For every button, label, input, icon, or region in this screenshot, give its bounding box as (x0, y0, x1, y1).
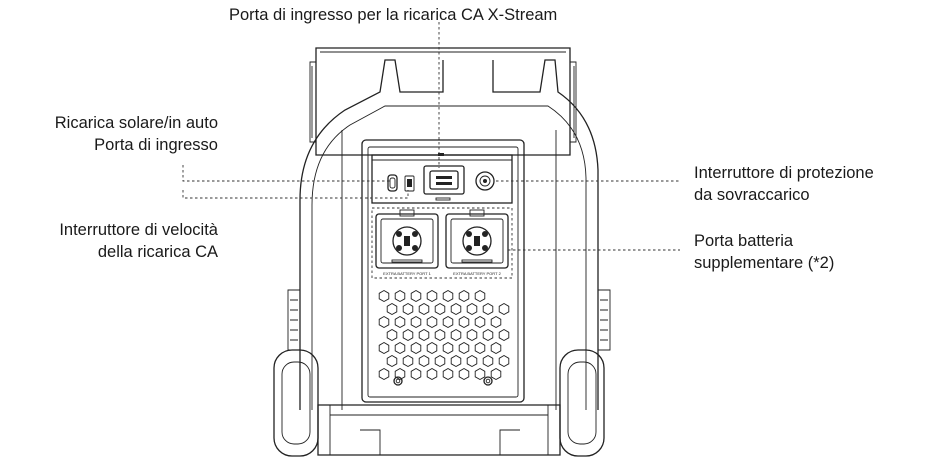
vent-hole (434, 354, 446, 368)
vent-hole (378, 367, 390, 381)
vent-hole (458, 289, 470, 303)
panel-screws (393, 376, 493, 386)
vent-hole (394, 341, 406, 355)
vent-hole (474, 341, 486, 355)
vent-hole (402, 302, 414, 316)
vent-hole (474, 289, 486, 303)
vent-hole (386, 302, 398, 316)
vent-hole (426, 367, 438, 381)
vent-hole (418, 354, 430, 368)
vent-hole (418, 302, 430, 316)
vent-hole (450, 354, 462, 368)
vent-hole (466, 302, 478, 316)
leader-speed (182, 190, 409, 199)
label-ac-speed-switch: Interruttore di velocità della ricarica … (59, 221, 218, 261)
vent-hole (410, 341, 422, 355)
vent-hole (466, 354, 478, 368)
vent-hole (386, 354, 398, 368)
vent-hole (474, 315, 486, 329)
vent-hole (426, 341, 438, 355)
device-base (317, 404, 561, 456)
label-overload-breaker: Interruttore di protezione da sovraccari… (694, 164, 874, 204)
leader-solar (182, 165, 390, 182)
battery-ports-outline (371, 207, 513, 279)
vent-hole (458, 341, 470, 355)
vent-hole (378, 341, 390, 355)
vent-hole (378, 289, 390, 303)
vent-hole (498, 302, 510, 316)
leader-lines (182, 22, 680, 279)
device-body (287, 59, 611, 410)
vent-hole (466, 328, 478, 342)
vent-hole (378, 315, 390, 329)
vent-hole (498, 328, 510, 342)
top-handle (309, 47, 577, 156)
vent-hole (434, 328, 446, 342)
vent-hole (394, 289, 406, 303)
vent-grille (378, 289, 510, 381)
vent-hole (450, 328, 462, 342)
vent-hole (450, 302, 462, 316)
vent-hole (426, 315, 438, 329)
vent-hole (490, 315, 502, 329)
vent-hole (386, 328, 398, 342)
vent-hole (410, 367, 422, 381)
input-strip (371, 153, 513, 204)
vent-hole (418, 328, 430, 342)
vent-hole (394, 315, 406, 329)
vent-hole (482, 328, 494, 342)
vent-hole (394, 367, 406, 381)
port-label-1: EXTRA BATTERY PORT 1 (383, 271, 431, 276)
label-solar-car-port: Ricarica solare/in auto Porta di ingress… (54, 114, 218, 154)
vent-hole (442, 341, 454, 355)
wheel-left (273, 349, 319, 457)
vent-hole (458, 367, 470, 381)
vent-hole (426, 289, 438, 303)
vent-hole (458, 315, 470, 329)
vent-hole (474, 367, 486, 381)
label-extra-battery-port: Porta batteria supplementare (*2) (694, 232, 835, 272)
vent-hole (410, 289, 422, 303)
vent-hole (482, 302, 494, 316)
front-panel (361, 139, 525, 403)
vent-hole (490, 341, 502, 355)
vent-hole (442, 289, 454, 303)
vent-hole (442, 367, 454, 381)
vent-hole (442, 315, 454, 329)
label-ac-input-port: Porta di ingresso per la ricarica CA X-S… (229, 6, 558, 24)
port-label-2: EXTRA BATTERY PORT 2 (453, 271, 501, 276)
vent-hole (490, 367, 502, 381)
vent-hole (434, 302, 446, 316)
extra-battery-port-1 (375, 209, 439, 269)
wheel-right (559, 349, 605, 457)
extra-battery-port-2 (445, 209, 509, 269)
vent-hole (402, 354, 414, 368)
vent-hole (402, 328, 414, 342)
vent-hole (498, 354, 510, 368)
vent-hole (410, 315, 422, 329)
vent-hole (482, 354, 494, 368)
